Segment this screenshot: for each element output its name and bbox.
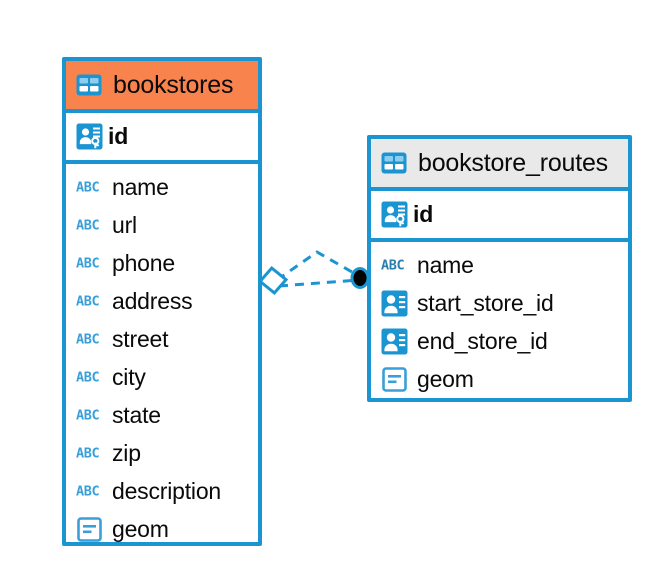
text-abc-icon: ABC bbox=[75, 325, 103, 353]
field-row-start-store-id[interactable]: start_store_id bbox=[371, 284, 628, 322]
text-abc-icon: ABC bbox=[75, 439, 103, 467]
field-row-id[interactable]: id bbox=[371, 195, 628, 233]
primary-key-section-bookstore-routes: id bbox=[371, 191, 628, 242]
text-abc-icon: ABC bbox=[75, 173, 103, 201]
text-abc-icon: ABC bbox=[75, 287, 103, 315]
svg-text:ABC: ABC bbox=[76, 484, 99, 498]
foreign-key-icon bbox=[380, 327, 408, 355]
entity-title-bookstores: bookstores bbox=[113, 70, 234, 99]
text-abc-icon: ABC bbox=[75, 249, 103, 277]
foreign-key-icon bbox=[380, 289, 408, 317]
field-section-bookstore-routes: ABC name start_store_id bbox=[371, 242, 628, 404]
svg-text:ABC: ABC bbox=[76, 370, 99, 384]
svg-text:ABC: ABC bbox=[76, 256, 99, 270]
svg-text:ABC: ABC bbox=[76, 446, 99, 460]
relationship-connector[interactable] bbox=[255, 238, 375, 318]
field-row-description[interactable]: ABC description bbox=[66, 472, 258, 510]
field-label-city: city bbox=[112, 363, 146, 390]
text-abc-icon: ABC bbox=[75, 211, 103, 239]
field-row-street[interactable]: ABC street bbox=[66, 320, 258, 358]
field-label-description: description bbox=[112, 477, 222, 504]
text-abc-icon: ABC bbox=[380, 251, 408, 279]
entity-header-bookstores[interactable]: bookstores bbox=[66, 61, 258, 113]
entity-header-bookstore-routes[interactable]: bookstore_routes bbox=[371, 139, 628, 191]
field-row-state[interactable]: ABC state bbox=[66, 396, 258, 434]
field-row-geom[interactable]: geom bbox=[66, 510, 258, 548]
relationship-line-lower bbox=[278, 278, 360, 288]
field-label-state: state bbox=[112, 401, 161, 428]
field-label-geom: geom bbox=[417, 365, 474, 392]
entity-title-bookstore-routes: bookstore_routes bbox=[418, 148, 608, 177]
svg-text:ABC: ABC bbox=[76, 294, 99, 308]
field-row-city[interactable]: ABC city bbox=[66, 358, 258, 396]
field-label-geom: geom bbox=[112, 515, 169, 542]
field-label-address: address bbox=[112, 287, 193, 314]
entity-bookstores[interactable]: bookstores id bbox=[62, 57, 262, 546]
svg-text:ABC: ABC bbox=[76, 218, 99, 232]
field-row-phone[interactable]: ABC phone bbox=[66, 244, 258, 282]
geometry-icon bbox=[75, 515, 103, 543]
field-label-name: name bbox=[112, 173, 169, 200]
diamond-marker bbox=[257, 265, 289, 296]
svg-text:ABC: ABC bbox=[381, 258, 404, 272]
field-label-end-store-id: end_store_id bbox=[417, 327, 548, 354]
primary-key-icon bbox=[380, 200, 408, 228]
field-row-name[interactable]: ABC name bbox=[66, 168, 258, 206]
field-label-id: id bbox=[108, 122, 129, 149]
field-label-phone: phone bbox=[112, 249, 175, 276]
text-abc-icon: ABC bbox=[75, 401, 103, 429]
svg-text:ABC: ABC bbox=[76, 332, 99, 346]
field-section-bookstores: ABC name ABC url ABC p bbox=[66, 164, 258, 554]
field-label-url: url bbox=[112, 211, 137, 238]
primary-key-icon bbox=[75, 122, 103, 150]
field-row-url[interactable]: ABC url bbox=[66, 206, 258, 244]
field-row-geom[interactable]: geom bbox=[371, 360, 628, 398]
primary-key-section-bookstores: id bbox=[66, 113, 258, 164]
field-label-name: name bbox=[417, 251, 474, 278]
table-icon bbox=[380, 149, 408, 177]
svg-text:ABC: ABC bbox=[76, 180, 99, 194]
field-row-name[interactable]: ABC name bbox=[371, 246, 628, 284]
table-icon bbox=[75, 71, 103, 99]
relationship-line-upper bbox=[276, 250, 360, 282]
svg-text:ABC: ABC bbox=[76, 408, 99, 422]
field-row-id[interactable]: id bbox=[66, 117, 258, 155]
field-row-address[interactable]: ABC address bbox=[66, 282, 258, 320]
field-label-id: id bbox=[413, 200, 434, 227]
entity-bookstore-routes[interactable]: bookstore_routes bbox=[367, 135, 632, 402]
text-abc-icon: ABC bbox=[75, 477, 103, 505]
field-row-zip[interactable]: ABC zip bbox=[66, 434, 258, 472]
field-label-zip: zip bbox=[112, 439, 141, 466]
field-label-street: street bbox=[112, 325, 169, 352]
text-abc-icon: ABC bbox=[75, 363, 103, 391]
geometry-icon bbox=[380, 365, 408, 393]
field-row-end-store-id[interactable]: end_store_id bbox=[371, 322, 628, 360]
field-label-start-store-id: start_store_id bbox=[417, 289, 554, 316]
